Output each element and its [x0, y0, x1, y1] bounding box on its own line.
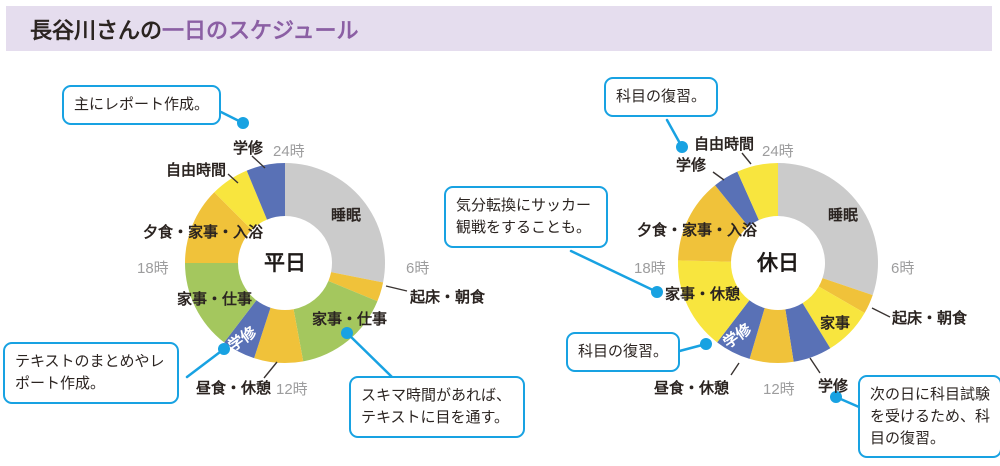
- clock-label-18: 18時: [137, 260, 169, 277]
- clock-label-6: 6時: [406, 260, 430, 277]
- header-bar: 長谷川さんの一日のスケジュール: [6, 6, 992, 51]
- clock-label-6-h: 6時: [891, 260, 915, 277]
- callout-holiday-review-noon: 科目の復習。: [566, 332, 681, 372]
- donut-segment-2-家事・仕事: [293, 280, 378, 362]
- segment-label-study-night: 学修: [233, 140, 264, 157]
- donut-segment-9-自由時間: [737, 163, 778, 221]
- callout-weekday-report: 主にレポート作成。: [62, 85, 222, 125]
- segment-label-dinner-h: 夕食・家事・入浴: [637, 222, 758, 239]
- callout-holiday-soccer: 気分転換にサッカー観戦をすることも。: [444, 186, 608, 248]
- clock-label-18-h: 18時: [634, 260, 666, 277]
- donut-segment-8-学修: [246, 163, 285, 220]
- donut-segment-0-睡眠: [778, 163, 878, 296]
- chart-title-holiday: 休日: [757, 252, 799, 275]
- callout-holiday-review-night: 科目の復習。: [604, 77, 719, 117]
- segment-label-dinner: 夕食・家事・入浴: [143, 224, 264, 241]
- segment-label-housework-rest: 家事・休憩: [665, 286, 741, 303]
- segment-label-sleep: 睡眠: [331, 207, 362, 224]
- segment-label-wakeup-h: 起床・朝食: [892, 310, 968, 327]
- donut-segment-8-学修: [715, 171, 759, 227]
- donut-segment-6-家事・休憩: [677, 260, 750, 343]
- holiday-donut-chart: [677, 163, 878, 363]
- callout-holiday-exam-review: 次の日に科目試験を受けるため、科目の復習。: [858, 375, 1000, 459]
- segment-label-study-night-h: 学修: [676, 157, 707, 174]
- donut-segment-0-睡眠: [285, 163, 386, 283]
- chart-title-weekday: 平日: [264, 252, 306, 275]
- segment-label-lunch-h: 昼食・休憩: [654, 380, 730, 397]
- donut-segment-3-学修: [785, 303, 831, 362]
- clock-label-12-h: 12時: [763, 381, 795, 398]
- donut-segment-7-夕食・家事・入浴: [678, 185, 749, 262]
- callout-weekday-spare-time: スキマ時間があれば、テキストに目を通す。: [349, 376, 525, 438]
- segment-label-housework-h: 家事: [820, 315, 851, 332]
- clock-label-12: 12時: [276, 381, 308, 398]
- segment-label-wakeup: 起床・朝食: [410, 289, 486, 306]
- donut-segment-4-学修: [224, 300, 271, 359]
- page-title-prefix: 長谷川さんの: [30, 17, 163, 43]
- callout-weekday-text-summary: テキストのまとめやレポート作成。: [3, 342, 179, 404]
- segment-label-sleep-h: 睡眠: [828, 207, 859, 224]
- donut-segment-1-起床・朝食: [328, 272, 384, 302]
- donut-segment-2-家事: [802, 286, 865, 349]
- donut-segment-1-起床・朝食: [818, 278, 873, 313]
- segment-label-lunch: 昼食・休憩: [196, 380, 272, 397]
- page-title-main: 一日のスケジュール: [162, 17, 359, 43]
- donut-segment-5-学修: [717, 300, 765, 359]
- donut-segment-6-夕食・家事・入浴: [185, 192, 252, 263]
- weekday-donut-chart: [185, 163, 386, 364]
- segment-label-housework-am: 家事・仕事: [312, 311, 388, 328]
- donut-segment-3-昼食・休憩: [254, 307, 304, 364]
- clock-label-24-h: 24時: [762, 143, 794, 160]
- donut-segment-4-昼食・休憩: [749, 308, 794, 363]
- segment-label-housework-pm: 家事・仕事: [177, 291, 253, 308]
- donut-segment-5-家事・仕事: [185, 263, 257, 343]
- segment-label-freetime: 自由時間: [166, 162, 227, 179]
- segment-label-freetime-h: 自由時間: [694, 136, 755, 153]
- clock-label-24: 24時: [273, 143, 305, 160]
- donut-segment-7-自由時間: [214, 170, 268, 230]
- segment-label-study-am-h: 学修: [818, 378, 849, 395]
